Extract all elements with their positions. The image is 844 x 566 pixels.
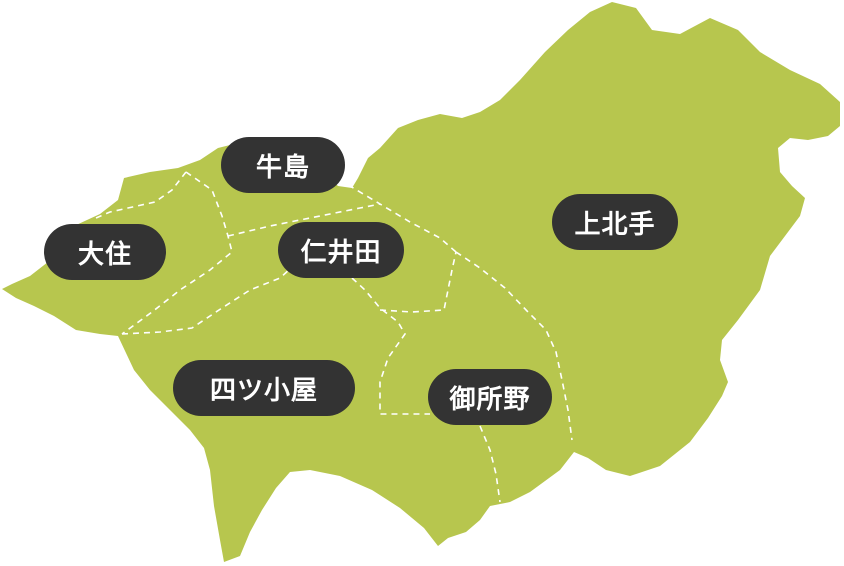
- district-label-ozumi[interactable]: 大住: [44, 224, 166, 280]
- border-line: [95, 171, 187, 219]
- border-line: [479, 425, 501, 503]
- border-line: [379, 251, 457, 313]
- border-line: [121, 259, 301, 335]
- district-label-yotsugoya[interactable]: 四ツ小屋: [173, 360, 355, 416]
- district-label-kamikitate[interactable]: 上北手: [552, 194, 678, 250]
- district-label-goshono[interactable]: 御所野: [428, 369, 552, 425]
- district-borders: [95, 171, 573, 503]
- border-line: [455, 251, 573, 441]
- district-label-ushijima[interactable]: 牛島: [221, 137, 345, 193]
- border-line: [351, 277, 430, 415]
- district-label-niida[interactable]: 仁井田: [278, 222, 404, 278]
